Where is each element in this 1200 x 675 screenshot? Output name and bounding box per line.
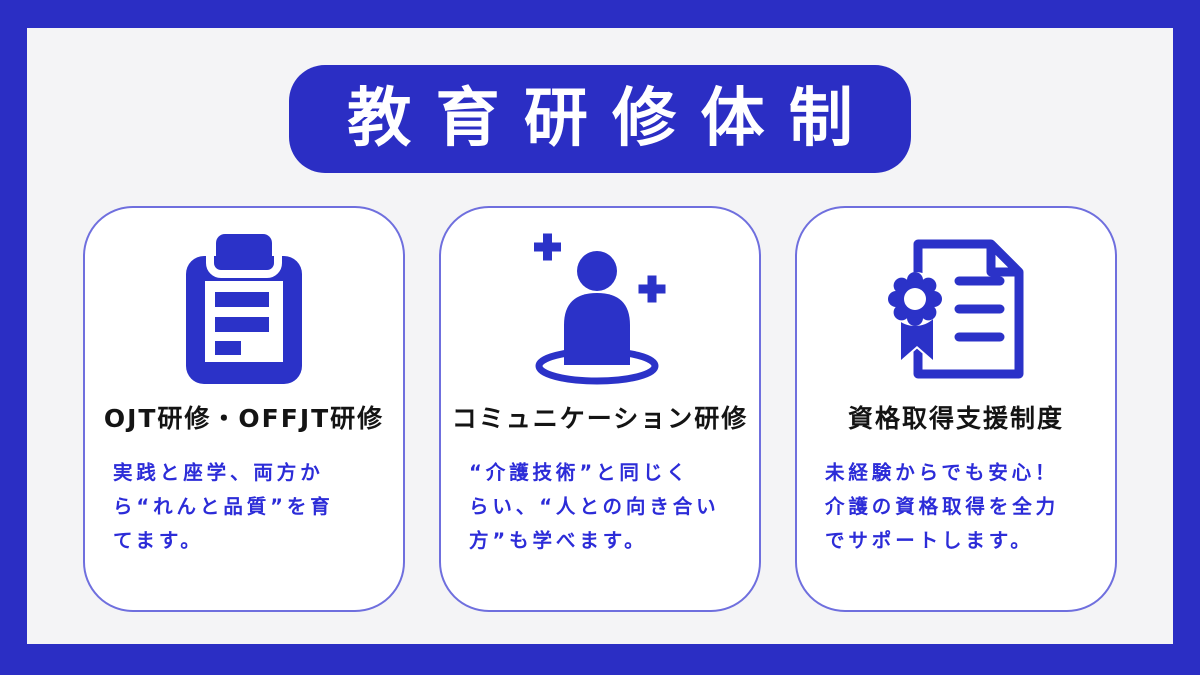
person-sparkle-icon [534,230,666,388]
card-title: OJT研修・OFFJT研修 [103,404,385,433]
title-banner: 教育研修体制 [289,65,911,173]
clipboard-icon [186,230,302,388]
card-row: OJT研修・OFFJT研修 実践と座学、両方か ら“れんと品質”を育 てます。 [83,206,1117,612]
content-panel: 教育研修体制 OJT研修・OFFJT研修 実践と座学、 [27,28,1173,644]
card-ojt-offjt: OJT研修・OFFJT研修 実践と座学、両方か ら“れんと品質”を育 てます。 [83,206,405,612]
card-description: 未経験からでも安心！ 介護の資格取得を全力 でサポートします。 [825,461,1060,552]
card-qualification: 資格取得支援制度 未経験からでも安心！ 介護の資格取得を全力 でサポートします。 [795,206,1117,612]
certificate-ribbon-icon [888,230,1024,388]
card-description: 実践と座学、両方か ら“れんと品質”を育 てます。 [113,461,334,552]
card-description: “介護技術”と同じく らい、“人との向き合い 方”も学べます。 [469,461,720,552]
page-title: 教育研修体制 [347,82,878,156]
card-communication: コミュニケーション研修 “介護技術”と同じく らい、“人との向き合い 方”も学べ… [439,206,761,612]
card-title: コミュニケーション研修 [451,404,749,433]
card-title: 資格取得支援制度 [847,404,1064,433]
